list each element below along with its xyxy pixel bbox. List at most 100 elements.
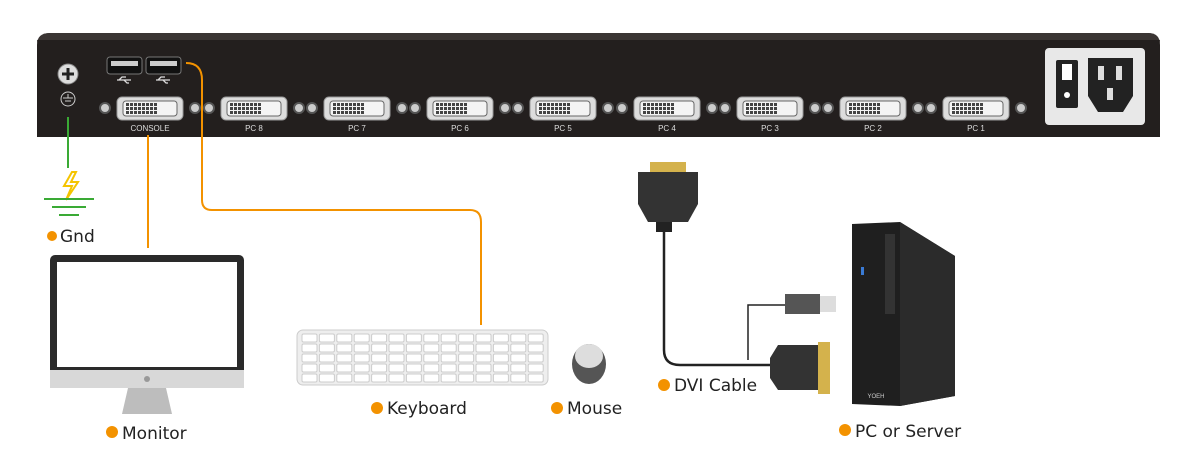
dvi-port-pc2[interactable]: PC 2: [822, 96, 924, 133]
keyboard-illustration: [296, 329, 549, 386]
key: [510, 373, 527, 383]
dvi-port-pc1[interactable]: PC 1: [925, 96, 1027, 133]
key: [510, 343, 527, 353]
key: [371, 373, 388, 383]
key: [388, 373, 405, 383]
port-label: PC 4: [658, 124, 676, 133]
key: [318, 343, 335, 353]
key: [405, 353, 422, 363]
key: [527, 333, 544, 343]
port-label: CONSOLE: [130, 124, 169, 133]
kvm-rear-panel: [37, 33, 1160, 137]
dvi-cable-illustration: [638, 162, 836, 394]
key: [423, 343, 440, 353]
key: [405, 363, 422, 373]
dvi-port-pc8[interactable]: PC 8: [203, 96, 305, 133]
usb-port-1[interactable]: [106, 56, 143, 84]
key: [301, 363, 318, 373]
key: [336, 333, 353, 343]
key: [510, 333, 527, 343]
usb-icon: [117, 76, 131, 84]
key: [405, 373, 422, 383]
key: [388, 343, 405, 353]
key: [301, 373, 318, 383]
dvi-port-pc3[interactable]: PC 3: [719, 96, 821, 133]
mouse-illustration: [572, 344, 606, 384]
key: [388, 353, 405, 363]
port-label: PC 7: [348, 124, 366, 133]
keyboard-cable: [185, 62, 482, 325]
key: [301, 333, 318, 343]
port-label: PC 1: [967, 124, 985, 133]
key: [336, 363, 353, 373]
key: [371, 353, 388, 363]
key: [336, 373, 353, 383]
usb-port-2[interactable]: [145, 56, 182, 84]
key: [458, 343, 475, 353]
svg-text:PC or Server: PC or Server: [855, 422, 961, 442]
key: [527, 373, 544, 383]
key: [423, 363, 440, 373]
key: [440, 343, 457, 353]
key: [388, 363, 405, 373]
key: [353, 363, 370, 373]
key: [458, 353, 475, 363]
svg-text:Monitor: Monitor: [122, 424, 187, 444]
key: [458, 363, 475, 373]
key: [510, 353, 527, 363]
port-label: PC 8: [245, 124, 263, 133]
key: [475, 353, 492, 363]
key: [492, 373, 509, 383]
dvi-port-pc6[interactable]: PC 6: [409, 96, 511, 133]
key: [423, 373, 440, 383]
dvi-port-console[interactable]: CONSOLE: [99, 96, 201, 133]
ground-screw-icon: [57, 63, 79, 107]
port-label: PC 2: [864, 124, 882, 133]
ground-symbol-icon: [44, 171, 94, 216]
dvi-port-pc7[interactable]: PC 7: [306, 96, 408, 133]
key: [440, 333, 457, 343]
dvi-port-pc4[interactable]: PC 4: [616, 96, 718, 133]
port-label: PC 6: [451, 124, 469, 133]
key: [353, 343, 370, 353]
key: [388, 333, 405, 343]
key: [492, 343, 509, 353]
port-label: PC 5: [554, 124, 572, 133]
key: [371, 333, 388, 343]
key: [440, 363, 457, 373]
svg-text:Mouse: Mouse: [567, 399, 622, 419]
key: [423, 353, 440, 363]
dvi-port-pc5[interactable]: PC 5: [512, 96, 614, 133]
label-dvi-cable: DVI Cable: [658, 376, 757, 396]
key: [527, 363, 544, 373]
key: [318, 353, 335, 363]
key: [475, 343, 492, 353]
key: [336, 343, 353, 353]
key: [301, 353, 318, 363]
key: [458, 373, 475, 383]
pc-tower-illustration: YOEH: [852, 222, 955, 406]
monitor-illustration: [50, 255, 244, 414]
key: [475, 373, 492, 383]
key: [405, 333, 422, 343]
key: [440, 353, 457, 363]
label-pc-server: PC or Server: [839, 422, 961, 442]
key: [318, 373, 335, 383]
key: [318, 333, 335, 343]
key: [440, 373, 457, 383]
key: [492, 363, 509, 373]
key: [527, 343, 544, 353]
key: [510, 363, 527, 373]
key: [353, 353, 370, 363]
label-gnd: Gnd: [47, 227, 95, 247]
usb-icon: [156, 76, 170, 84]
key: [353, 373, 370, 383]
port-label: PC 3: [761, 124, 779, 133]
power-inlet[interactable]: [1045, 48, 1145, 125]
key: [475, 363, 492, 373]
key: [405, 343, 422, 353]
pc-brand-label: YOEH: [867, 394, 884, 400]
key: [492, 333, 509, 343]
key: [423, 333, 440, 343]
